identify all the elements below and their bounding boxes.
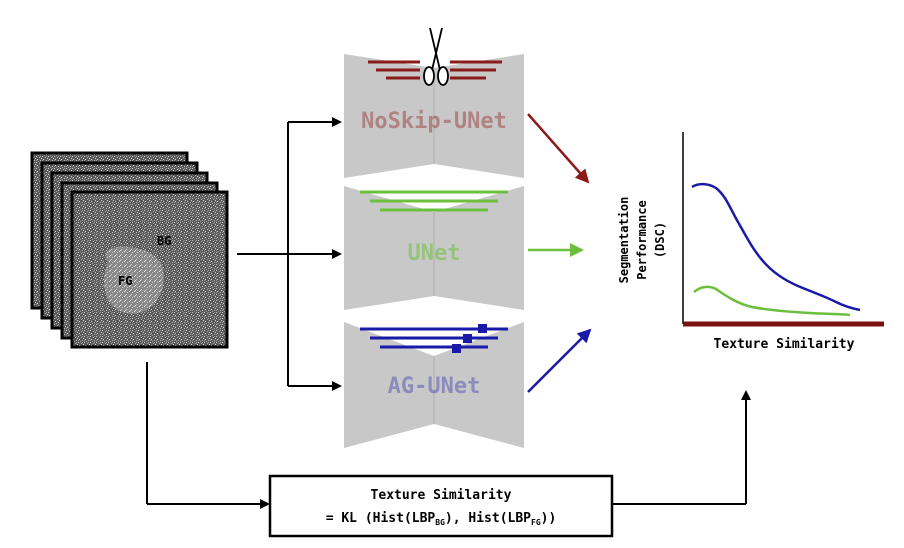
noskip-unet-block: NoSkip-UNet [344,27,524,178]
plot-ylabel-line2: Performance [635,200,649,279]
attention-gate-2 [463,334,472,343]
input-arrows [237,117,342,391]
attention-gate-1 [478,324,487,333]
noskip-unet-label: NoSkip-UNet [361,109,507,134]
agunet-block: AG-UNet [344,322,524,448]
foreground-region [104,246,164,314]
unet-block: UNet [344,186,524,310]
texture-similarity-formula-box: Texture Similarity = KL (Hist(LBPBG), Hi… [268,474,614,538]
formula-title: Texture Similarity [371,488,512,503]
arrow-noskip-to-plot [527,113,590,184]
bg-label: BG [157,234,171,248]
attention-gate-3 [452,344,461,353]
fg-label: FG [118,274,132,288]
unet-curve [693,285,851,317]
plot-xlabel: Texture Similarity [714,337,855,352]
agunet-curve [691,182,861,312]
performance-plot: Segmentation Performance (DSC) Texture S… [617,132,884,352]
plot-ylabel-line3: (DSC) [653,222,667,258]
scissors-icon [423,27,449,86]
unet-label: UNet [408,241,461,266]
similarity-flow-arrows [146,362,751,509]
formula-expression: = KL (Hist(LBPBG), Hist(LBPFG)) [326,511,557,527]
agunet-label: AG-UNet [388,374,481,399]
image-stack: FG BG [30,151,229,349]
arrow-agunet-to-plot [527,328,592,393]
plot-ylabel-line1: Segmentation [617,197,631,284]
